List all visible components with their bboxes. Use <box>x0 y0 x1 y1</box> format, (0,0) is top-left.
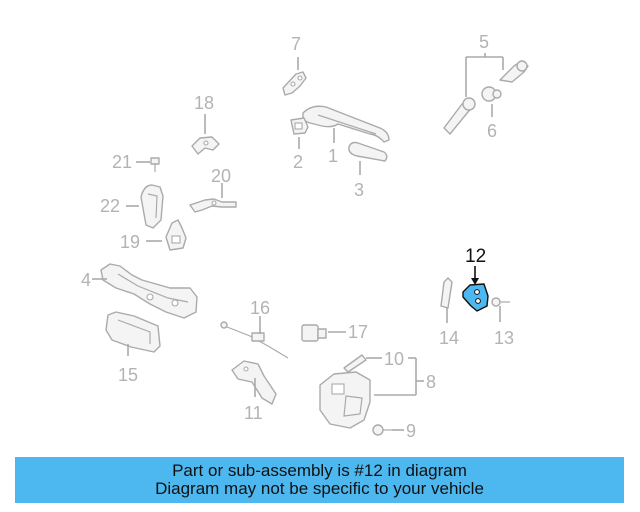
part-9-bolt <box>372 424 392 436</box>
part-21-screw <box>150 157 160 172</box>
callout-16: 16 <box>250 298 270 318</box>
callout-6: 6 <box>487 121 497 141</box>
part-8-latch <box>319 371 371 429</box>
banner-line-1: Part or sub-assembly is #12 in diagram <box>172 461 467 480</box>
part-5-lock-cylinder <box>443 60 529 135</box>
part-17 <box>301 324 327 342</box>
part-6 <box>481 86 502 102</box>
info-banner: Part or sub-assembly is #12 in diagram D… <box>15 457 624 503</box>
callout-1: 1 <box>328 146 338 166</box>
callout-5: 5 <box>479 32 489 52</box>
part-11 <box>231 360 277 405</box>
callout-20: 20 <box>211 166 231 186</box>
part-13-screw <box>491 297 510 307</box>
callout-10: 10 <box>384 349 404 369</box>
callout-12: 12 <box>465 246 486 267</box>
part-3 <box>348 141 388 162</box>
part-18 <box>191 136 220 155</box>
callout-22: 22 <box>100 196 120 216</box>
part-16-rod <box>220 321 289 359</box>
callout-8: 8 <box>426 372 436 392</box>
part-10 <box>343 354 367 373</box>
part-20 <box>189 198 237 213</box>
callout-13: 13 <box>494 328 514 348</box>
part-7 <box>282 71 307 96</box>
part-19 <box>165 219 187 251</box>
part-15 <box>105 311 161 353</box>
part-4 <box>100 263 198 319</box>
callout-19: 19 <box>120 232 140 252</box>
callout-17: 17 <box>348 322 368 342</box>
callout-9: 9 <box>406 421 416 441</box>
part-12-highlighted <box>462 283 489 312</box>
banner-line-2: Diagram may not be specific to your vehi… <box>155 479 484 498</box>
callout-15: 15 <box>118 365 138 385</box>
part-1-handle <box>302 105 390 143</box>
part-14 <box>440 277 453 309</box>
callout-11: 11 <box>244 403 263 423</box>
callout-7: 7 <box>291 34 301 54</box>
callout-3: 3 <box>354 180 364 200</box>
part-22 <box>140 184 164 229</box>
callout-21: 21 <box>112 152 132 172</box>
callout-2: 2 <box>293 152 303 172</box>
callout-4: 4 <box>81 270 91 290</box>
callout-14: 14 <box>439 328 459 348</box>
callout-18: 18 <box>194 93 214 113</box>
part-2 <box>290 117 309 135</box>
